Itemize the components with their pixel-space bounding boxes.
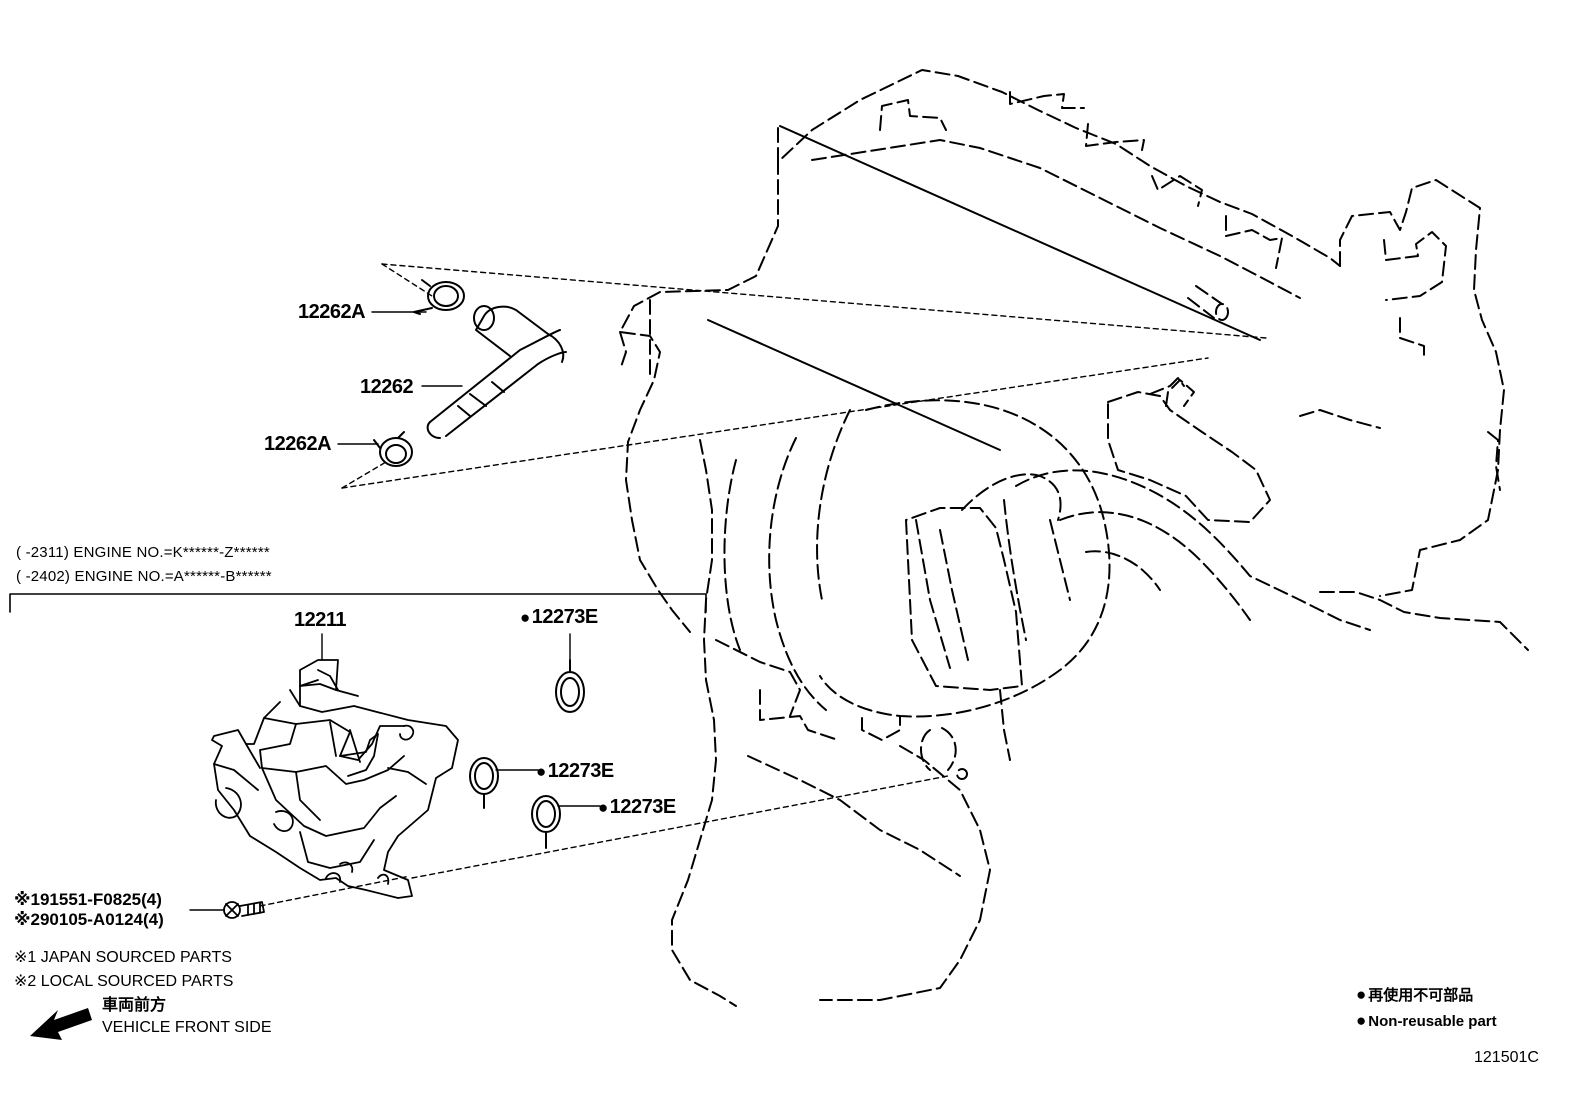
oring-low-12273E: [531, 795, 561, 849]
legend-jp: 再使用不可部品: [1356, 986, 1473, 1003]
front-label-en: VEHICLE FRONT SIDE: [102, 1019, 272, 1036]
oring-top-12273E: [555, 659, 585, 713]
engine-condition-1: ( -2311) ENGINE NO.=K******-Z******: [16, 544, 270, 561]
bolt: [223, 901, 265, 919]
label-clip-upper[interactable]: 12262A: [298, 301, 366, 323]
engine-condition-2: ( -2402) ENGINE NO.=A******-B******: [16, 568, 272, 585]
label-hose[interactable]: 12262: [360, 376, 414, 398]
oring-mid-12273E: [469, 757, 499, 809]
oil-pump-12211: [211, 659, 459, 899]
vehicle-front-arrow: [30, 1008, 92, 1040]
note-local-sourced: ※2 LOCAL SOURCED PARTS: [14, 973, 234, 990]
label-bolt-local[interactable]: ※290105-A0124(4): [14, 910, 164, 929]
engine-outline: [619, 69, 1529, 1007]
label-oring-top[interactable]: 12273E: [520, 607, 598, 627]
hose-12262: [426, 305, 567, 439]
note-japan-sourced: ※1 JAPAN SOURCED PARTS: [14, 949, 232, 966]
label-bolt-japan[interactable]: ※191551-F0825(4): [14, 890, 162, 909]
group-bracket: [9, 593, 707, 613]
label-oil-pump[interactable]: 12211: [294, 609, 347, 631]
clip-lower-12262A: [373, 431, 413, 467]
legend-en: Non-reusable part: [1356, 1012, 1496, 1029]
label-oring-low[interactable]: 12273E: [598, 797, 676, 817]
front-label-jp: 車両前方: [102, 997, 167, 1014]
clip-upper-12262A: [413, 279, 465, 315]
label-oring-mid[interactable]: 12273E: [536, 761, 614, 781]
illustration-code: 121501C: [1474, 1049, 1539, 1066]
label-clip-lower[interactable]: 12262A: [264, 433, 332, 455]
